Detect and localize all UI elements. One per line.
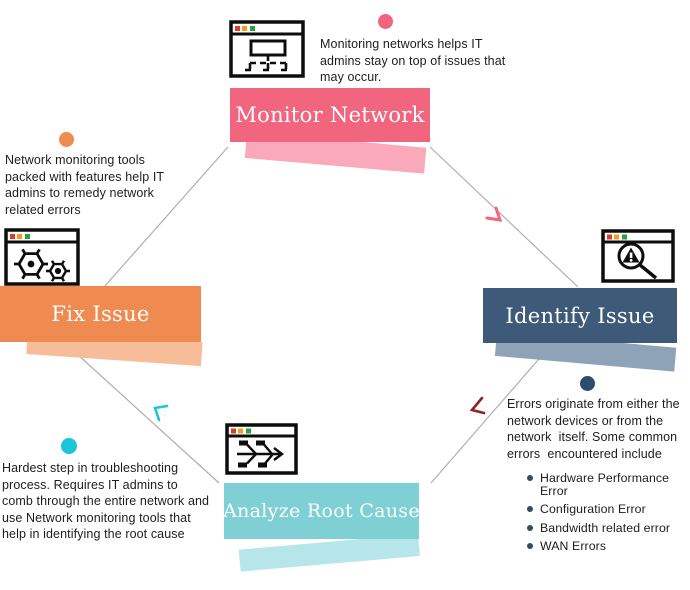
arrow-identify-to-analyze-icon (469, 396, 486, 415)
stage-label-analyze: Analyze Root Cause (223, 500, 420, 522)
arrow-monitor-to-identify-icon (485, 206, 503, 222)
fix-note: Network monitoring tools packed with fea… (5, 152, 185, 218)
search-warning-window-icon (601, 229, 675, 283)
analyze-note: Hardest step in troubleshooting process.… (2, 460, 212, 543)
identify-note: Errors originate from either the network… (507, 396, 689, 559)
monitor-note: Monitoring networks helps IT admins stay… (320, 36, 525, 86)
line-fix-to-monitor (103, 146, 229, 288)
line-identify-to-analyze (430, 351, 546, 484)
sitemap-window-icon (229, 20, 305, 78)
identify-note-dot (580, 376, 595, 391)
list-item: Hardware Performance Error (527, 472, 689, 497)
bullet-icon (527, 524, 533, 531)
stage-label-identify: Identify Issue (505, 303, 655, 328)
list-item-label: Hardware Performance Error (540, 471, 670, 498)
list-item: WAN Errors (527, 540, 689, 553)
line-analyze-to-fix (65, 343, 220, 484)
monitor-note-dot (378, 14, 393, 29)
stage-banner-monitor: Monitor Network (230, 88, 430, 142)
stage-label-monitor: Monitor Network (235, 103, 425, 127)
fix-note-text: Network monitoring tools packed with fea… (5, 153, 164, 217)
stage-banner-identify: Identify Issue (483, 288, 677, 343)
bullet-icon (527, 506, 533, 512)
identify-note-text: Errors originate from either the network… (507, 397, 684, 461)
list-item-label: Bandwidth related error (540, 520, 671, 535)
analyze-note-text: Hardest step in troubleshooting process.… (2, 461, 210, 541)
analyze-note-dot (61, 438, 77, 454)
stage-banner-fix: Fix Issue (0, 286, 201, 342)
error-types-list: Hardware Performance Error Configuration… (507, 472, 689, 553)
line-monitor-to-identify (429, 146, 579, 288)
list-item-label: Configuration Error (540, 502, 646, 516)
fix-note-dot (59, 132, 74, 147)
list-item-label: WAN Errors (540, 539, 607, 553)
bullet-icon (527, 475, 533, 481)
fishbone-window-icon (225, 423, 298, 475)
arrow-analyze-to-fix-icon (153, 404, 169, 422)
bullet-icon (527, 543, 533, 549)
gears-window-icon (4, 228, 80, 286)
list-item: Bandwidth related error (527, 520, 689, 535)
list-item: Configuration Error (527, 503, 689, 516)
stage-banner-analyze: Analyze Root Cause (223, 483, 420, 539)
stage-label-fix: Fix Issue (51, 302, 150, 326)
monitor-note-text: Monitoring networks helps IT admins stay… (320, 37, 506, 84)
